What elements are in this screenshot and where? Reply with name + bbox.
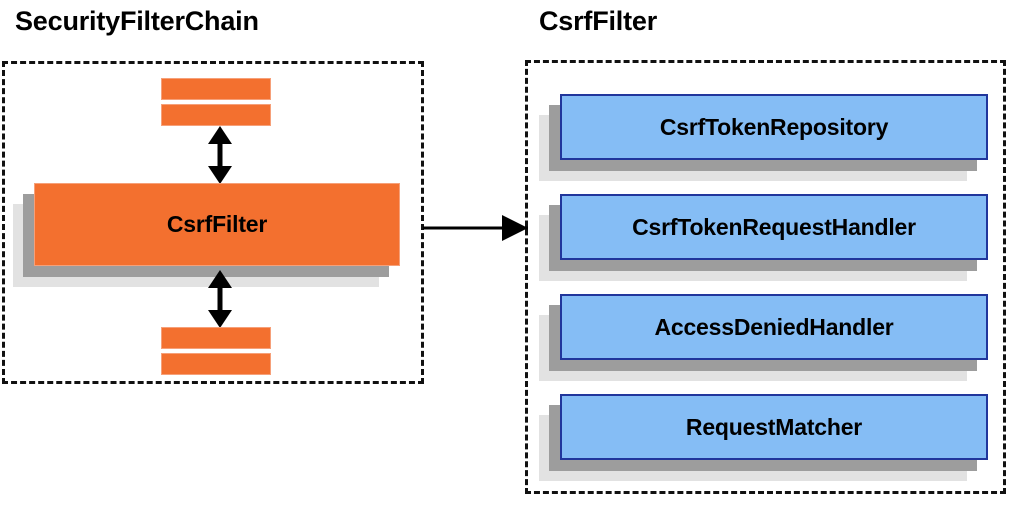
collaborator-box-face[interactable]: CsrfTokenRepository [560,94,988,160]
collaborator-box-label: RequestMatcher [685,413,863,440]
panel-title-security-filter-chain: SecurityFilterChain [15,6,259,36]
chain-link-arrow-below [205,270,235,328]
filter-bar-above-1[interactable] [161,78,271,100]
panel-csrf-filter-detail [525,60,1006,494]
filter-bar-above-2[interactable] [161,104,271,126]
collaborator-box-csrf-token-repository[interactable]: CsrfTokenRepository [539,94,988,181]
collaborator-box-label: CsrfTokenRepository [659,113,889,140]
collaborator-box-face[interactable]: CsrfTokenRequestHandler [560,194,988,260]
collaborator-box-face[interactable]: RequestMatcher [560,394,988,460]
filter-box-label: CsrfFilter [166,211,268,237]
filter-box-csrf-filter[interactable]: CsrfFilter [13,183,400,287]
filter-bar-below-1[interactable] [161,327,271,349]
collaborator-box-access-denied-handler[interactable]: AccessDeniedHandler [539,294,988,381]
filter-box-face[interactable]: CsrfFilter [34,183,400,266]
expansion-arrow [423,215,528,241]
collaborator-box-csrf-token-request-handler[interactable]: CsrfTokenRequestHandler [539,194,988,281]
panel-security-filter-chain [2,61,424,384]
collaborator-box-label: AccessDeniedHandler [654,313,894,340]
collaborator-box-face[interactable]: AccessDeniedHandler [560,294,988,360]
collaborator-box-request-matcher[interactable]: RequestMatcher [539,394,988,481]
collaborator-box-label: CsrfTokenRequestHandler [632,213,916,240]
filter-bar-below-2[interactable] [161,353,271,375]
panel-title-csrf-filter: CsrfFilter [539,6,658,36]
chain-link-arrow-above [205,126,235,184]
